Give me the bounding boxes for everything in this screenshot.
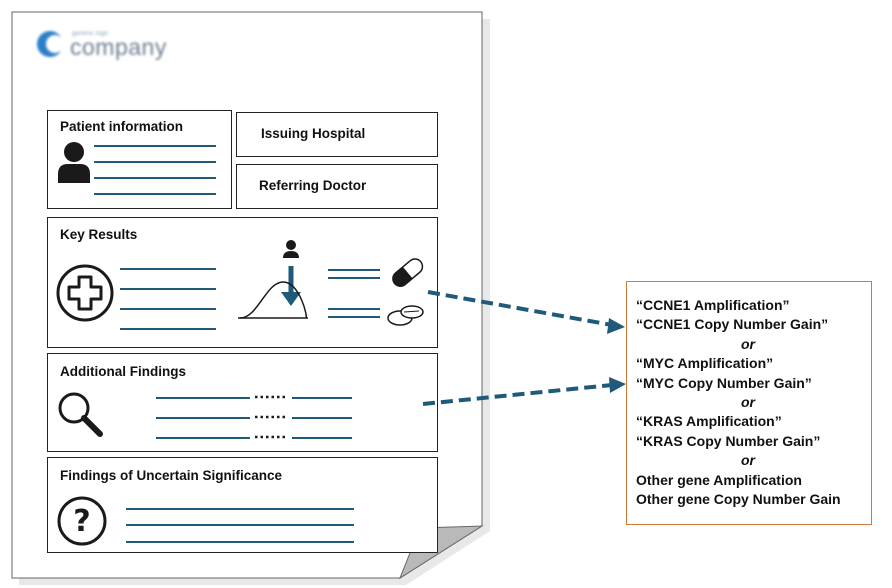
referring-doctor-panel: Referring Doctor xyxy=(236,164,438,209)
callout-gene-finding: “CCNE1 Amplification” xyxy=(636,297,790,313)
key-results-panel: Key Results xyxy=(47,217,438,348)
additional-findings-title: Additional Findings xyxy=(60,364,186,379)
callout-gene-finding: “MYC Amplification” xyxy=(636,355,774,372)
logo-mark-icon xyxy=(37,31,64,57)
callout-gene-finding: “KRAS Copy Number Gain” xyxy=(636,432,821,449)
callout-gene-finding: “KRAS Amplification” xyxy=(636,413,782,430)
key-results-lines xyxy=(120,268,216,330)
key-results-title: Key Results xyxy=(60,227,138,242)
additional-findings-panel: Additional Findings xyxy=(47,353,438,452)
issuing-hospital-panel: Issuing Hospital xyxy=(236,112,438,157)
gene-findings-list: “CCNE1 Amplification” “CCNE1 Copy Number … xyxy=(636,296,841,509)
logo-name: company xyxy=(70,34,167,60)
svg-text:?: ? xyxy=(73,504,90,539)
bell-curve-icon xyxy=(238,240,308,319)
patient-detail-lines xyxy=(94,145,216,195)
gene-findings-callout: “CCNE1 Amplification” “CCNE1 Copy Number … xyxy=(626,281,872,525)
person-icon xyxy=(58,142,90,183)
question-mark-icon: ? xyxy=(57,496,107,546)
patient-info-panel: Patient information xyxy=(47,110,232,209)
callout-or-separator: or xyxy=(741,452,755,469)
uncertain-findings-title: Findings of Uncertain Significance xyxy=(60,468,283,483)
magnifier-icon xyxy=(58,392,103,437)
company-logo: generic logo company xyxy=(34,26,174,66)
patient-info-title: Patient information xyxy=(60,119,184,134)
callout-or-separator: or xyxy=(741,394,755,411)
medical-cross-icon xyxy=(56,264,114,322)
issuing-hospital-title: Issuing Hospital xyxy=(261,126,366,141)
capsule-icon xyxy=(392,258,424,287)
logo-small-text: generic logo xyxy=(72,31,109,37)
callout-gene-finding: “MYC Copy Number Gain” xyxy=(636,374,812,391)
callout-gene-finding: Other gene Amplification xyxy=(636,471,802,488)
callout-or-separator: or xyxy=(741,335,755,352)
medication-lines xyxy=(328,269,380,318)
uncertain-findings-panel: Findings of Uncertain Significance ? xyxy=(47,457,438,553)
callout-gene-finding: Other gene Copy Number Gain xyxy=(636,491,841,508)
callout-gene-finding: “CCNE1 Copy Number Gain” xyxy=(636,316,829,333)
tablets-icon xyxy=(387,305,424,326)
uncertain-findings-lines xyxy=(126,508,354,543)
referring-doctor-title: Referring Doctor xyxy=(259,178,367,193)
additional-findings-lines xyxy=(156,395,352,439)
